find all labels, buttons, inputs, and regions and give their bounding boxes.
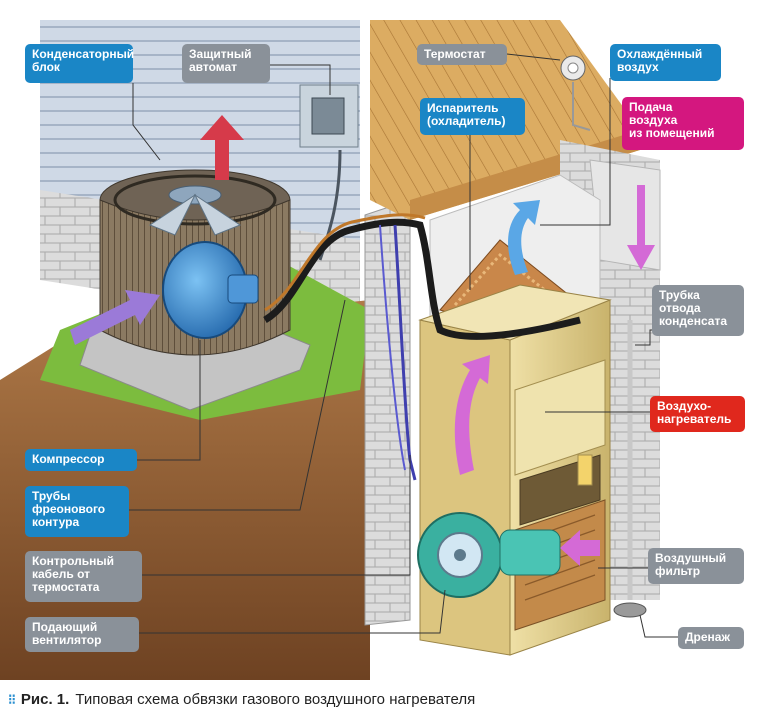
label-evaporator: Испаритель (охладитель) <box>420 98 525 135</box>
brick-wall <box>364 199 411 626</box>
label-circuit-breaker: Защитный автомат <box>182 44 270 83</box>
thermostat-cable <box>393 224 417 481</box>
furnace-side <box>419 319 511 656</box>
label-freon-pipes: Трубы фреонового контура <box>25 486 129 537</box>
caption-text: Типовая схема обвязки газового воздушног… <box>75 690 476 708</box>
label-cooled-air: Охлаждённый воздух <box>610 44 721 81</box>
filter-air-arrow <box>560 530 600 566</box>
label-return-air: Подача воздуха из помещений <box>622 97 744 150</box>
label-compressor: Компрессор <box>25 449 137 471</box>
return-air-arrow <box>627 185 655 270</box>
label-supply-fan: Подающий вентилятор <box>25 617 139 652</box>
label-thermostat: Термостат <box>417 44 507 65</box>
heat-exchanger-panel <box>514 359 606 476</box>
caption-marker-icon: ⁝⁝ <box>8 690 16 707</box>
blower-motor <box>499 529 561 576</box>
label-thermostat-cable: Контрольный кабель от термостата <box>25 551 142 602</box>
leader-lines <box>129 53 678 638</box>
label-condenser-unit: Конденсаторный блок <box>25 44 134 83</box>
outdoor-air-in-arrow <box>70 290 160 345</box>
caption-figure-label: Рис. 1. <box>20 690 70 708</box>
label-drain: Дренаж <box>678 627 744 649</box>
hot-air-out-arrow <box>200 115 244 180</box>
label-air-heater: Воздухо- нагреватель <box>650 396 745 432</box>
label-condensate-drain-tube: Трубка отвода конденсата <box>652 285 744 336</box>
label-air-filter: Воздушный фильтр <box>648 548 744 584</box>
heated-air-arrow <box>454 355 490 475</box>
freon-pipes <box>263 218 581 340</box>
figure-caption: ⁝⁝ Рис. 1. Типовая схема обвязки газовог… <box>8 688 768 710</box>
cooled-air-arrow <box>508 200 540 275</box>
floor-drain <box>613 602 647 618</box>
